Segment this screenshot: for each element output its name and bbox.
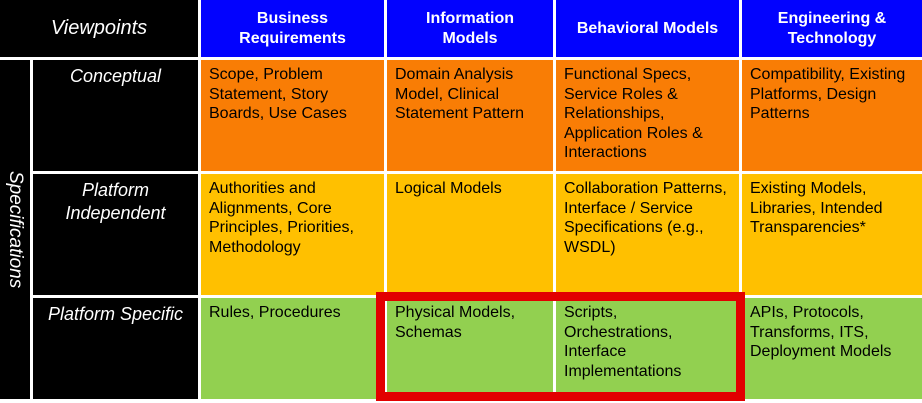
cell-platform-independent-information-models: Logical Models [387,174,553,295]
cell-conceptual-business-requirements: Scope, Problem Statement, Story Boards, … [201,60,384,171]
corner-viewpoints-label: Viewpoints [0,0,198,57]
column-header-engineering-technology: Engineering & Technology [742,0,922,57]
column-header-business-requirements: Business Requirements [201,0,384,57]
cell-platform-specific-behavioral-models: Scripts, Orchestrations, Interface Imple… [556,298,739,399]
specifications-axis-label: Specifications [5,170,26,289]
cell-conceptual-engineering-technology: Compatibility, Existing Platforms, Desig… [742,60,922,171]
specifications-sidebar: Specifications [0,60,30,399]
column-header-information-models: Information Models [387,0,553,57]
column-header-behavioral-models: Behavioral Models [556,0,739,57]
cell-platform-specific-business-requirements: Rules, Procedures [201,298,384,399]
cell-platform-independent-engineering-technology: Existing Models, Libraries, Intended Tra… [742,174,922,295]
cell-platform-independent-business-requirements: Authorities and Alignments, Core Princip… [201,174,384,295]
row-label-platform-independent: Platform Independent [33,174,198,295]
row-label-conceptual: Conceptual [33,60,198,171]
row-label-platform-specific: Platform Specific [33,298,198,399]
cell-platform-specific-information-models: Physical Models, Schemas [387,298,553,399]
cell-platform-independent-behavioral-models: Collaboration Patterns, Interface / Serv… [556,174,739,295]
cell-conceptual-information-models: Domain Analysis Model, Clinical Statemen… [387,60,553,171]
cell-platform-specific-engineering-technology: APIs, Protocols, Transforms, ITS, Deploy… [742,298,922,399]
cell-conceptual-behavioral-models: Functional Specs, Service Roles & Relati… [556,60,739,171]
